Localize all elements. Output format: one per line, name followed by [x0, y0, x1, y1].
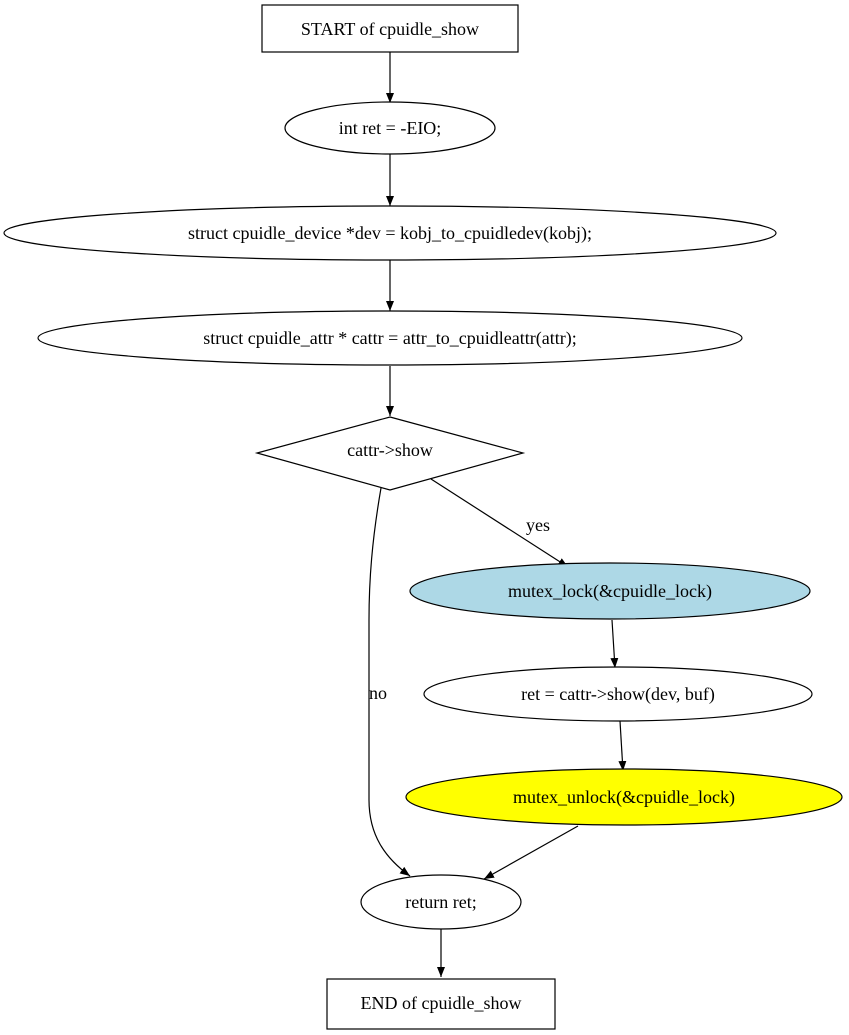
node-end: END of cpuidle_show	[326, 978, 556, 1030]
edge-cond-to-lock	[430, 478, 569, 568]
dev-decl-ellipse	[3, 205, 777, 261]
cond-diamond	[254, 416, 526, 491]
edge-cond-to-ret-stmt	[368, 487, 411, 877]
cattr-decl-ellipse	[37, 310, 743, 366]
start-box	[261, 4, 519, 53]
cattr-decl-label: struct cpuidle_attr * cattr = attr_to_cp…	[203, 328, 577, 349]
ret-init-ellipse	[284, 101, 496, 155]
cond-label: cattr->show	[347, 440, 433, 460]
ret-init-label: int ret = -EIO;	[339, 118, 442, 138]
lock-label: mutex_lock(&cpuidle_lock)	[508, 581, 712, 602]
edge-label-yes: yes	[526, 515, 550, 535]
edge-show-call-to-unlock	[618, 720, 627, 772]
node-lock: mutex_lock(&cpuidle_lock)	[409, 562, 811, 620]
start-label: START of cpuidle_show	[301, 19, 479, 39]
end-label: END of cpuidle_show	[361, 993, 522, 1013]
end-box	[326, 978, 556, 1030]
unlock-ellipse	[405, 768, 843, 826]
node-dev-decl: struct cpuidle_device *dev = kobj_to_cpu…	[3, 205, 777, 261]
show-call-ellipse	[423, 666, 813, 722]
edge-lock-to-show-call	[610, 619, 619, 669]
unlock-label: mutex_unlock(&cpuidle_lock)	[513, 787, 735, 808]
ret-stmt-ellipse	[360, 874, 522, 930]
node-ret-stmt: return ret;	[360, 874, 522, 930]
show-call-label: ret = cattr->show(dev, buf)	[521, 684, 715, 705]
node-cattr-decl: struct cpuidle_attr * cattr = attr_to_cp…	[37, 310, 743, 366]
lock-ellipse	[409, 562, 811, 620]
node-start: START of cpuidle_show	[261, 4, 519, 53]
node-show-call: ret = cattr->show(dev, buf)	[423, 666, 813, 722]
node-cond: cattr->show	[254, 416, 526, 491]
edge-unlock-to-ret-stmt	[483, 825, 579, 880]
ret-stmt-label: return ret;	[405, 892, 476, 912]
edges	[368, 52, 627, 977]
dev-decl-label: struct cpuidle_device *dev = kobj_to_cpu…	[188, 223, 592, 244]
node-unlock: mutex_unlock(&cpuidle_lock)	[405, 768, 843, 826]
node-ret-init: int ret = -EIO;	[284, 101, 496, 155]
edge-label-no: no	[369, 683, 387, 703]
